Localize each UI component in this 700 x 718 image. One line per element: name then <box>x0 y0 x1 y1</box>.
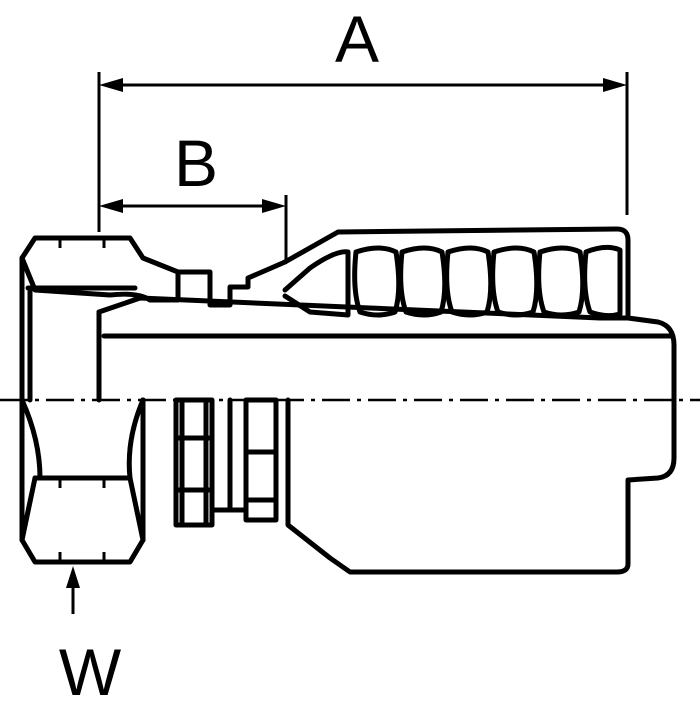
swivel-nut <box>19 235 181 565</box>
nipple <box>140 259 288 543</box>
ferrule <box>96 226 677 575</box>
ferrule-teeth <box>352 244 623 319</box>
dimension-w-label: W <box>59 635 122 709</box>
dimension-a: A <box>97 2 629 232</box>
dimension-b-label: B <box>174 126 218 200</box>
dimension-b: B <box>99 126 288 262</box>
dimension-w: W <box>59 566 122 709</box>
dimension-a-label: A <box>335 2 379 76</box>
